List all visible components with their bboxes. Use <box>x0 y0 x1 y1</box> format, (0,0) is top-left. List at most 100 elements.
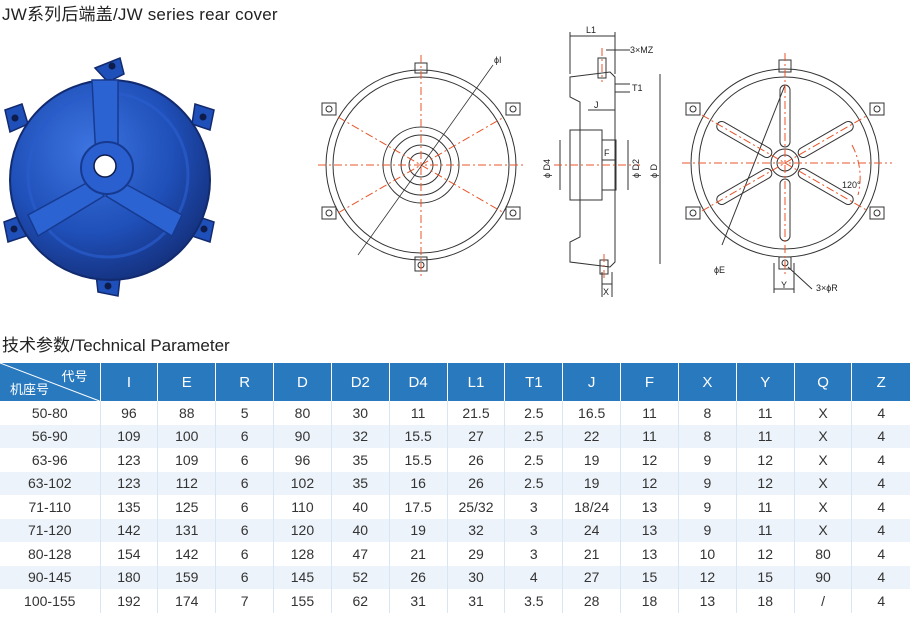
table-cell: 27 <box>562 565 622 589</box>
table-cell: 128 <box>273 542 332 566</box>
table-cell: 2.5 <box>504 448 564 472</box>
table-cell: 25/32 <box>447 495 506 519</box>
table-cell: 154 <box>100 542 159 566</box>
column-header-i: I <box>100 363 159 401</box>
table-cell: 4 <box>851 518 910 542</box>
table-cell: 31 <box>389 589 448 613</box>
table-cell: X <box>794 518 853 542</box>
table-cell: 35 <box>331 448 390 472</box>
table-cell: 174 <box>157 589 217 613</box>
table-cell: 15 <box>736 565 795 589</box>
table-cell: 11 <box>389 401 448 425</box>
table-cell: 18 <box>620 589 679 613</box>
table-cell: 7 <box>215 589 275 613</box>
table-cell: 4 <box>851 471 910 495</box>
table-cell: 62 <box>331 589 390 613</box>
table-cell: 180 <box>100 565 159 589</box>
table-cell: 4 <box>851 424 910 448</box>
label-x: X <box>603 287 609 297</box>
corner-frame-label: 机座号 <box>10 382 50 397</box>
table-cell: 24 <box>562 518 622 542</box>
table-cell: 159 <box>157 565 217 589</box>
table-cell: 6 <box>215 518 275 542</box>
table-cell: 6 <box>215 542 275 566</box>
table-cell: 21.5 <box>447 401 506 425</box>
corner-code-label: 代号 <box>61 369 88 384</box>
table-cell: 3 <box>504 518 564 542</box>
table-cell: 3 <box>504 542 564 566</box>
table-cell: 18 <box>736 589 795 613</box>
table-cell: 26 <box>447 471 506 495</box>
column-header-d: D <box>273 363 332 401</box>
column-header-z: Z <box>851 363 910 401</box>
table-cell: 29 <box>447 542 506 566</box>
table-cell: 4 <box>851 495 910 519</box>
table-cell: 2.5 <box>504 424 564 448</box>
table-cell: 12 <box>620 471 679 495</box>
table-cell: 102 <box>273 471 332 495</box>
table-cell: X <box>794 448 853 472</box>
table-cell: 21 <box>389 542 448 566</box>
table-cell: 8 <box>678 401 737 425</box>
table-cell: 123 <box>100 471 159 495</box>
frame-size-cell: 63-102 <box>0 471 101 495</box>
table-cell: 90 <box>273 424 332 448</box>
table-cell: X <box>794 471 853 495</box>
table-cell: 192 <box>100 589 159 613</box>
corner-diagonal-line <box>0 363 100 401</box>
table-cell: 4 <box>504 565 564 589</box>
column-header-l1: L1 <box>447 363 506 401</box>
table-cell: 2.5 <box>504 401 564 425</box>
table-cell: 9 <box>678 495 737 519</box>
table-cell: 22 <box>562 424 622 448</box>
table-cell: 100 <box>157 424 217 448</box>
table-cell: 47 <box>331 542 390 566</box>
table-cell: 30 <box>331 401 390 425</box>
frame-size-cell: 56-90 <box>0 424 101 448</box>
table-cell: 80 <box>273 401 332 425</box>
table-cell: 15.5 <box>389 424 448 448</box>
table-cell: 35 <box>331 471 390 495</box>
column-header-q: Q <box>794 363 853 401</box>
table-cell: 155 <box>273 589 332 613</box>
table-cell: 27 <box>447 424 506 448</box>
table-cell: 109 <box>100 424 159 448</box>
label-f: F <box>604 148 610 158</box>
label-d2: ϕ D2 <box>631 159 641 178</box>
column-header-t1: T1 <box>504 363 564 401</box>
table-cell: 13 <box>620 542 679 566</box>
table-cell: 96 <box>100 401 159 425</box>
frame-size-cell: 63-96 <box>0 448 101 472</box>
table-cell: 11 <box>736 518 795 542</box>
table-cell: 10 <box>678 542 737 566</box>
label-phi-i: ϕI <box>494 55 502 65</box>
table-cell: 145 <box>273 565 332 589</box>
table-cell: 6 <box>215 471 275 495</box>
table-cell: 19 <box>562 471 622 495</box>
table-cell: 135 <box>100 495 159 519</box>
label-r: 3×ϕR <box>816 283 838 293</box>
table-cell: 12 <box>736 542 795 566</box>
column-header-x: X <box>678 363 737 401</box>
table-cell: 15 <box>620 565 679 589</box>
table-cell: 12 <box>678 565 737 589</box>
frame-size-cell: 90-145 <box>0 565 101 589</box>
table-cell: 110 <box>273 495 332 519</box>
table-cell: 32 <box>447 518 506 542</box>
label-t1: T1 <box>632 83 643 93</box>
frame-size-cell: 71-120 <box>0 518 101 542</box>
table-cell: 19 <box>562 448 622 472</box>
table-cell: 13 <box>620 495 679 519</box>
table-cell: 32 <box>331 424 390 448</box>
table-cell: X <box>794 424 853 448</box>
frame-size-cell: 50-80 <box>0 401 101 425</box>
side-view-drawing: L1 3×MZ T1 J F ϕ D4 ϕ D2 ϕ D X <box>540 22 670 302</box>
table-cell: 109 <box>157 448 217 472</box>
